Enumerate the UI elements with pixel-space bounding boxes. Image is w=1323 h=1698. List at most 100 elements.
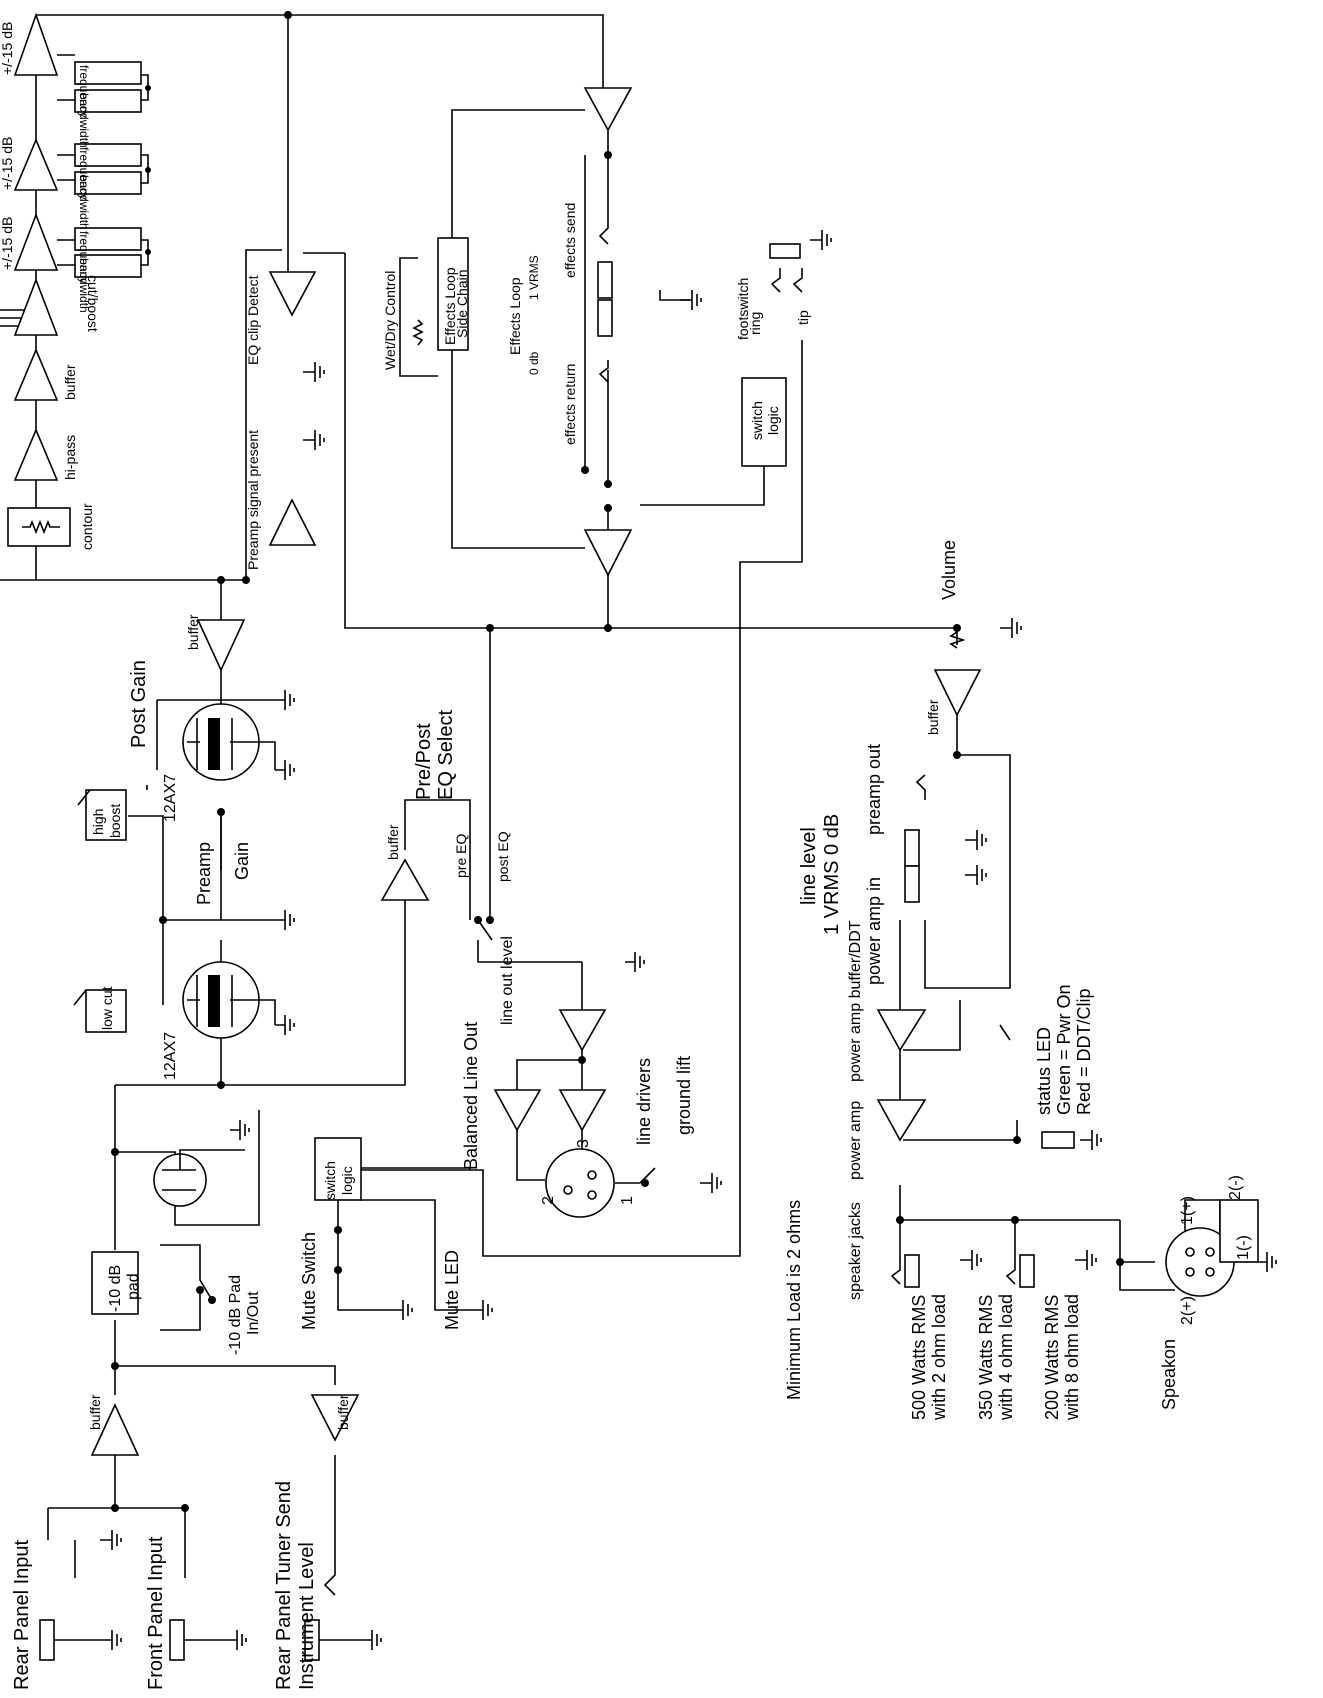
label-minimum-load: Minimum Load is 2 ohms [784,1200,804,1400]
label-200w-2: with 8 ohm load [1062,1294,1082,1421]
label-eq-gain: +/-15 dB [0,137,15,190]
label-xlr-1: 1 [619,1196,636,1205]
label-buffer: buffer [385,824,401,860]
ground-icon [965,865,987,885]
tube-12ax7-post [182,703,276,781]
eq-band-amp-1 [13,12,59,76]
label-cut-boost: cut/boost [85,275,101,332]
label-buffer: buffer [62,364,78,400]
label-frequency: frequency [77,231,91,284]
label-switch-logic-1: switch [749,401,765,440]
volume-pot [949,628,966,649]
label-power-amp-buffer-ddt: power amp buffer/DDT [847,920,864,1082]
label-line-out-level: line out level [499,936,516,1025]
label-line-drivers: line drivers [634,1058,654,1145]
volume-buffer-amp [933,669,982,717]
label-effects-return: effects return [562,364,578,445]
label-line-level-2: 1 VRMS 0 dB [821,814,843,935]
label-effects-loop-side-chain-1: Effects Loop [442,267,458,345]
label-speakon-2-plus: 2(+) [1179,1296,1196,1325]
label-mute-led: Mute LED [442,1250,462,1330]
ground-icon [230,1120,250,1140]
ground-icon [810,230,832,250]
signal-present-amp [268,498,317,546]
label-high-boost-2: boost [107,804,123,838]
label-pad-in-out-2: In/Out [245,1291,262,1335]
label-high-boost-1: high [90,809,106,835]
label-pre-post-1: Pre/Post [413,723,435,800]
power-amp-buffer-amp [876,1009,927,1052]
label-speakon-1-minus: 1(-) [1235,1235,1252,1260]
label-post-gain: Post Gain [128,660,150,748]
label-preamp-out: preamp out [864,744,884,835]
ground-symbols [100,230,1277,1650]
tube-12ax7-pre [182,961,276,1039]
eq-band-1-frequency [74,61,142,85]
label-tuner-send-1: Rear Panel Tuner Send [273,1481,295,1690]
label-eq-gain: +/-15 dB [0,22,15,75]
label-contour: contour [79,503,95,550]
label-tube-12ax7: 12AX7 [162,774,179,822]
label-front-panel-input: Front Panel Input [145,1536,167,1690]
pad-box [91,1251,139,1315]
label-eq-gain: +/-15 dB [0,217,15,270]
label-preamp-signal-present: Preamp signal present [245,430,261,570]
cut-boost-amp [13,277,59,336]
label-speakon-1-plus: 1(+) [1179,1196,1196,1225]
label-pad-1: -10 dB [107,1265,124,1312]
ground-icon [1080,1130,1102,1150]
label-effects-loop: Effects Loop [507,277,523,355]
diagram-labels: Rear Panel Input Front Panel Input Rear … [0,22,1252,1690]
speakon-connector [1165,1199,1259,1297]
label-line-level-1: line level [798,827,820,905]
label-status-led-3: Red = DDT/Clip [1074,988,1094,1115]
eq-band-3-frequency [74,227,142,251]
label-bandwidth: bandwidth [77,175,91,230]
label-200w-1: 200 Watts RMS [1042,1295,1062,1420]
low-cut-box [85,989,127,1033]
ground-icon [393,1300,413,1320]
label-zero-db: 0 db [527,351,541,375]
label-500w-1: 500 Watts RMS [909,1295,929,1420]
ground-icon [680,290,702,310]
label-post-eq: post EQ [495,831,511,882]
label-bandwidth: bandwidth [77,258,91,313]
label-bandwidth: bandwidth [77,93,91,148]
effects-return-amp [583,529,633,577]
label-350w-2: with 4 ohm load [996,1294,1016,1421]
contour-box [7,507,71,547]
label-xlr-3: 3 [575,1139,592,1148]
ground-icon [965,830,987,850]
label-tip: tip [795,310,811,325]
effects-loop-side-chain-box [437,237,469,351]
switch-logic-footswitch-box [741,377,787,467]
ground-icon [960,1250,982,1270]
eq-band-3-bandwidth [74,254,142,278]
switch-symbols [73,789,1011,1184]
label-power-amp-in: power amp in [864,877,884,985]
label-buffer: buffer [87,1394,103,1430]
switch-logic-mute-box [314,1137,362,1201]
ground-icon [275,910,295,930]
label-ring: ring [747,312,763,335]
post-gain-buffer-amp [196,619,246,672]
line-driver-2-amp [558,1089,607,1132]
tuner-send-buffer-amp [310,1394,360,1442]
label-footswitch: footswitch [735,278,751,340]
amplifier-symbols [13,12,982,1456]
ground-icon [473,1300,493,1320]
label-balanced-line-out: Balanced Line Out [461,1022,481,1170]
junction-dots [111,11,1124,1512]
label-tube-12ax7: 12AX7 [162,1032,179,1080]
eq-band-amp-3 [13,212,59,271]
label-ground-lift: ground lift [674,1056,694,1135]
label-mute-switch: Mute Switch [299,1232,319,1330]
label-pre-eq: pre EQ [453,834,469,878]
label-eq-clip-detect: EQ clip Detect [245,275,261,365]
label-pad-in-out-1: -10 dB Pad [227,1275,244,1355]
label-350w-1: 350 Watts RMS [976,1295,996,1420]
ground-icon [700,1173,722,1193]
label-pad-2: pad [125,1273,142,1300]
xlr-connector [545,1148,615,1218]
